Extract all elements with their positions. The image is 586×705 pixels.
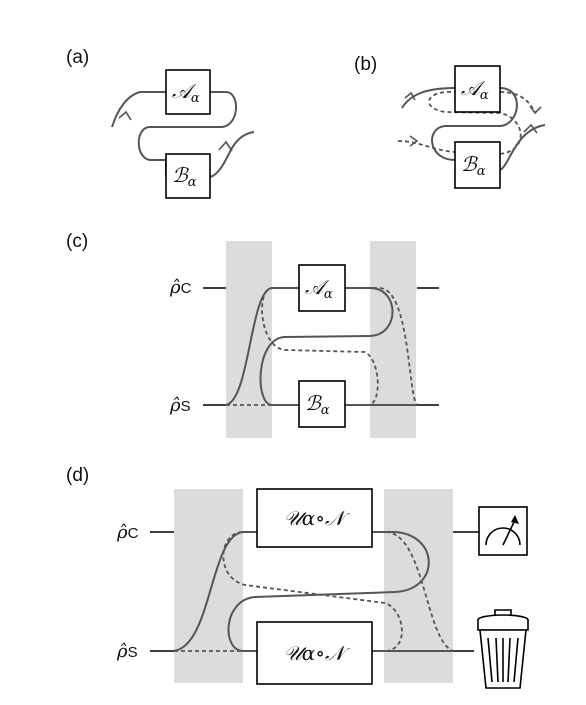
- panel-d-label: (d): [66, 465, 89, 486]
- panel-d-control-label: ρ̂C: [116, 522, 139, 543]
- panel-c-label: (c): [66, 231, 88, 252]
- panel-c-shade-left: [226, 241, 272, 438]
- panel-a-box-A: [165, 69, 211, 115]
- panel-b-box-B: [454, 141, 501, 189]
- panel-c-shade-right: [370, 241, 416, 438]
- panel-d-box-top-label: 𝒰α∘𝒩: [284, 506, 350, 530]
- panel-b-box-B-label: ℬα: [461, 152, 486, 179]
- panel-c-dashed-path: [226, 287, 418, 406]
- panel-c-box-A: [298, 264, 346, 312]
- panel-a-box-A-label: 𝒜α: [172, 79, 200, 106]
- panel-d-solid-path: [173, 531, 453, 653]
- panel-b-arrow-2: [523, 123, 538, 134]
- panel-a-box-B-label: ℬα: [172, 163, 197, 190]
- panel-a-arrow-right: [218, 140, 233, 152]
- panel-a-label: (a): [66, 47, 89, 68]
- panel-a: (a) 𝒜α ℬα: [66, 47, 255, 199]
- panel-b-arrow-1: [404, 91, 416, 101]
- panel-b-arrow-3: [409, 135, 419, 147]
- panel-b-trajectory-dashed: [397, 91, 536, 155]
- panel-b-arrow-4: [529, 105, 542, 115]
- panel-a-box-B: [165, 153, 211, 199]
- panel-d-shade-left: [174, 489, 243, 683]
- meter-icon: [478, 506, 528, 556]
- panel-c-control-label: ρ̂C: [169, 277, 192, 298]
- panel-d-box-bottom: [256, 621, 373, 685]
- panel-b-box-A: [454, 65, 501, 113]
- panel-d-box-bottom-label: 𝒰α∘𝒩: [284, 641, 350, 665]
- trash-can-icon: [477, 609, 529, 689]
- panel-d-dashed-path: [174, 531, 454, 652]
- panel-c-system-label: ρ̂S: [169, 395, 191, 416]
- panel-b-label: (b): [354, 54, 377, 75]
- panel-b: (b) 𝒜α ℬα: [354, 54, 546, 189]
- panel-c-box-B: [298, 380, 346, 428]
- panel-d-system-label: ρ̂S: [116, 641, 138, 662]
- panel-c-solid-path: [225, 287, 417, 406]
- panel-a-arrow-left: [118, 110, 132, 121]
- panel-d-shade-right: [384, 489, 453, 683]
- panel-d: (d) 𝒰α∘𝒩 𝒰α∘𝒩 ρ̂C ρ̂S: [66, 465, 529, 689]
- panel-d-box-top: [256, 488, 373, 548]
- panel-c: (c) 𝒜α ℬα ρ̂C ρ̂S: [66, 231, 439, 438]
- panel-c-box-B-label: ℬα: [305, 391, 330, 418]
